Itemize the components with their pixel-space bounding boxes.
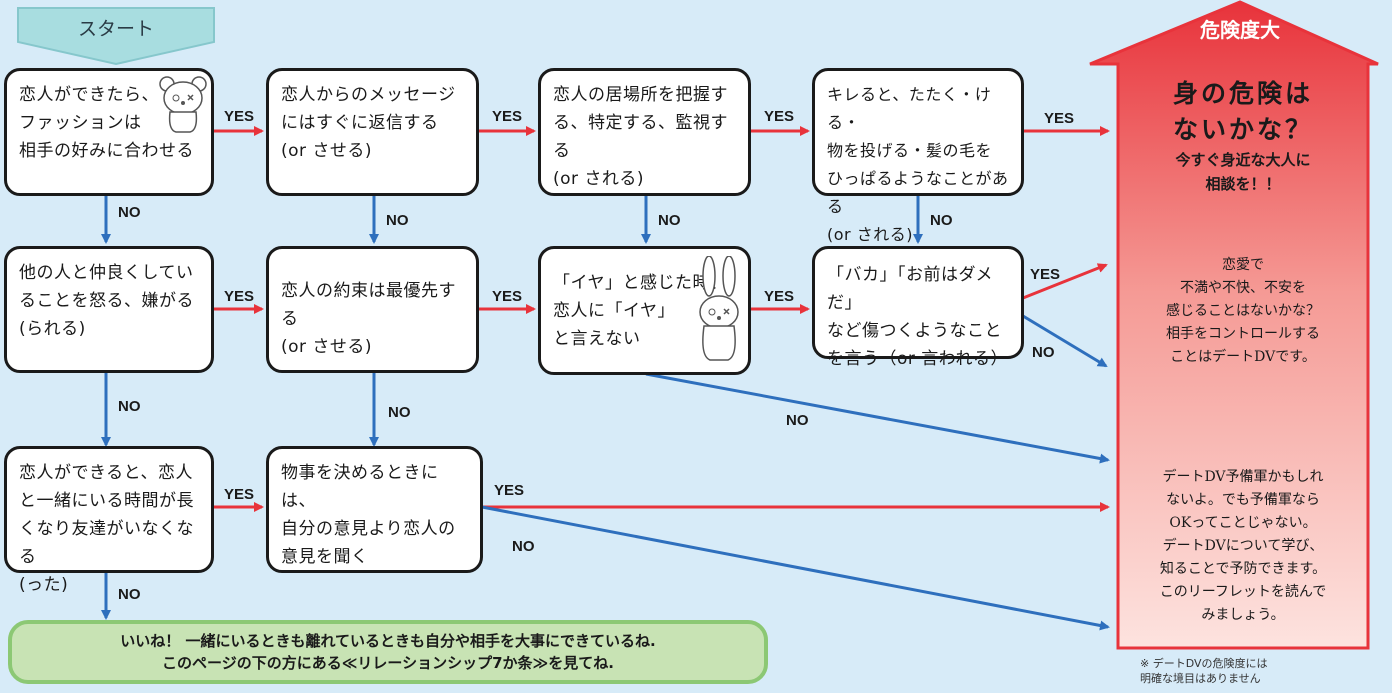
question-box-message-reply: 恋人からのメッセージ にはすぐに返信する (or させる): [266, 68, 479, 196]
start-label: スタート: [77, 18, 154, 40]
yes-arrow: [1022, 263, 1108, 300]
start-shape: [17, 7, 215, 66]
danger-level-label: 危険度大: [1200, 18, 1280, 42]
yes-label: YES: [492, 108, 523, 125]
medium-risk-text: 恋愛で 不満や不快、不安を 感じることはないかな？ 相手をコントロールする こと…: [1166, 257, 1320, 365]
yes-label: YES: [224, 486, 255, 503]
question-box-violence: キレると、たたく・ける・ 物を投げる・髪の毛を ひっぱるようなことがある (or…: [812, 68, 1024, 244]
yes-label: YES: [492, 288, 523, 305]
question-box-promise: 恋人の約束は最優先する (or させる): [266, 246, 479, 373]
question-box-friends: 恋人ができると、恋人 と一緒にいる時間が長 くなり友達がいなくなる (った): [4, 446, 214, 595]
no-label: NO: [386, 212, 409, 229]
yes-label: YES: [764, 288, 795, 305]
question-box-jealousy: 他の人と仲良くしてい ることを怒る、嫌がる (られる): [4, 246, 214, 373]
bear-icon: [159, 76, 207, 133]
rabbit-icon: [699, 256, 739, 361]
yes-label: YES: [494, 482, 525, 499]
yes-label: YES: [764, 108, 795, 125]
question-box-insults: 「バカ」「お前はダメだ」 など傷つくようなこと を言う（or 言われる）: [812, 246, 1024, 369]
question-box-location: 恋人の居場所を把握す る、特定する、監視する (or される): [538, 68, 751, 196]
no-label: NO: [786, 412, 809, 429]
ok-result-text: いいね！ 一緒にいるときも離れているときも自分や相手を大事にできているね. この…: [120, 632, 656, 672]
no-arrow: [645, 372, 1110, 464]
no-label: NO: [118, 398, 141, 415]
no-label: NO: [118, 586, 141, 603]
no-label: NO: [118, 204, 141, 221]
ok-result-box: [8, 620, 768, 684]
no-label: NO: [1032, 344, 1055, 361]
no-arrow: [1022, 314, 1108, 368]
no-label: NO: [930, 212, 953, 229]
question-box-decisions: 物事を決めるときには、 自分の意見より恋人の 意見を聞く: [266, 446, 483, 573]
yes-label: YES: [1030, 266, 1061, 283]
low-risk-text: デートDV予備軍かもしれ ないよ。でも予備軍なら OKってことじゃない。 デート…: [1159, 469, 1327, 623]
no-label: NO: [512, 538, 535, 555]
yes-label: YES: [1044, 110, 1075, 127]
danger-title: 身の危険は ないかな？: [1172, 79, 1313, 144]
no-label: NO: [658, 212, 681, 229]
yes-label: YES: [224, 288, 255, 305]
no-label: NO: [388, 404, 411, 421]
danger-arrow-panel: [1089, 0, 1379, 650]
yes-label: YES: [224, 108, 255, 125]
no-arrow: [481, 505, 1110, 631]
footnote: ※ デートDVの危険度には 明確な境目はありません: [1140, 657, 1268, 685]
danger-subtitle: 今すぐ身近な大人に 相談を！！: [1175, 151, 1311, 193]
